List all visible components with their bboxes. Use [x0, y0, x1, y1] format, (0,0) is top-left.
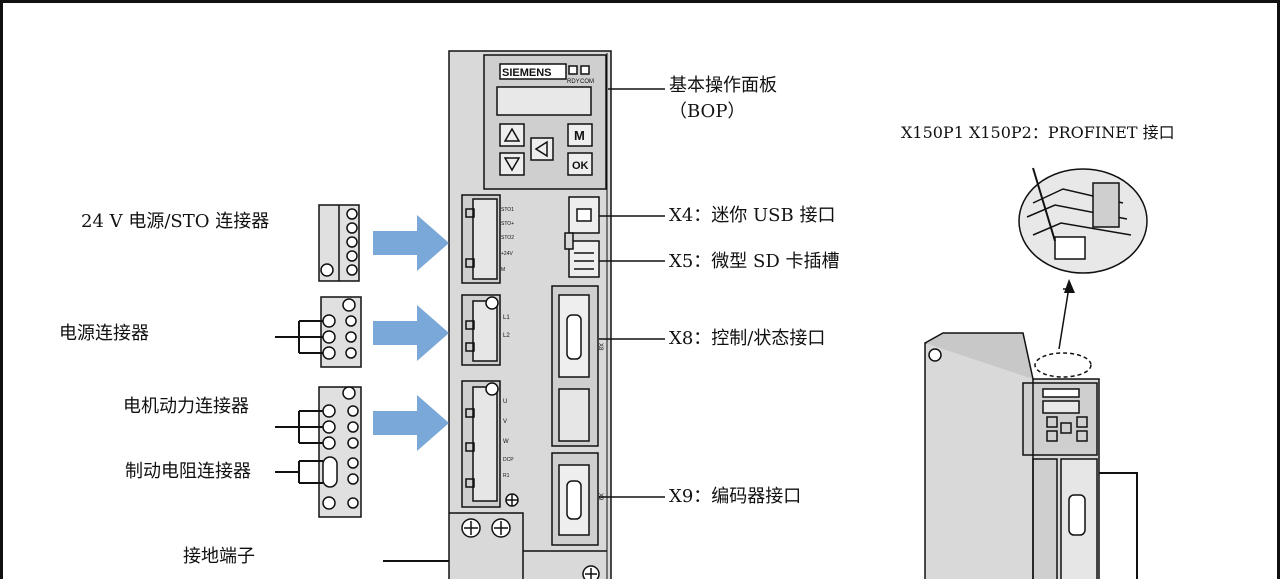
key-ok-label: OK	[572, 160, 589, 172]
term-r1: R1	[503, 473, 510, 479]
term-u: U	[503, 399, 507, 405]
motor-connector-label: 电机动力连接器	[123, 396, 249, 417]
term-v: V	[503, 419, 507, 425]
brand-mark: SIEMENS	[502, 67, 552, 79]
arrow-power	[373, 305, 449, 361]
term-l1: L1	[503, 315, 510, 321]
back-key	[530, 137, 554, 161]
term-sto1: STO1	[501, 207, 514, 213]
term-w: W	[503, 439, 509, 445]
arrow-motor	[373, 395, 449, 451]
term-stop: STO+	[501, 221, 514, 227]
bop-label: 基本操作面板	[669, 75, 777, 96]
sto-connector-label: 24 V 电源/STO 连接器	[81, 211, 270, 232]
arrow-sto	[373, 215, 449, 271]
profinet-label: X150P1 X150P2：PROFINET 接口	[901, 123, 1175, 142]
m-key	[567, 123, 593, 147]
mark-x8: X8	[597, 343, 603, 351]
bop-label-sub: （BOP）	[669, 101, 746, 122]
sd-slot-x5	[568, 240, 600, 278]
power-connector-label: 电源连接器	[59, 323, 149, 344]
key-m-label: M	[574, 128, 585, 143]
down-key	[499, 152, 525, 176]
x9-label: X9：编码器接口	[669, 486, 802, 507]
ground-terminal-label: 接地端子	[183, 546, 255, 567]
term-sto2: STO2	[501, 235, 514, 241]
bop-display	[496, 86, 592, 116]
ok-key	[567, 152, 593, 176]
drive-drawing: SIEMENS RDY COM M OK STO1 STO+ STO2 +24V…	[275, 50, 1148, 579]
brake-connector-label: 制动电阻连接器	[125, 461, 251, 482]
term-l2: L2	[503, 333, 510, 339]
up-key	[499, 123, 525, 147]
led-rdy: RDY	[567, 79, 580, 85]
term-m: M	[501, 267, 505, 273]
term-dcp: DCP	[503, 457, 514, 463]
mark-x9: X9	[597, 493, 603, 501]
x4-label: X4：迷你 USB 接口	[669, 205, 836, 226]
term-24v: +24V	[501, 251, 513, 257]
x8-label: X8：控制/状态接口	[669, 328, 826, 349]
x5-label: X5：微型 SD 卡插槽	[669, 251, 840, 272]
led-com: COM	[580, 79, 594, 85]
